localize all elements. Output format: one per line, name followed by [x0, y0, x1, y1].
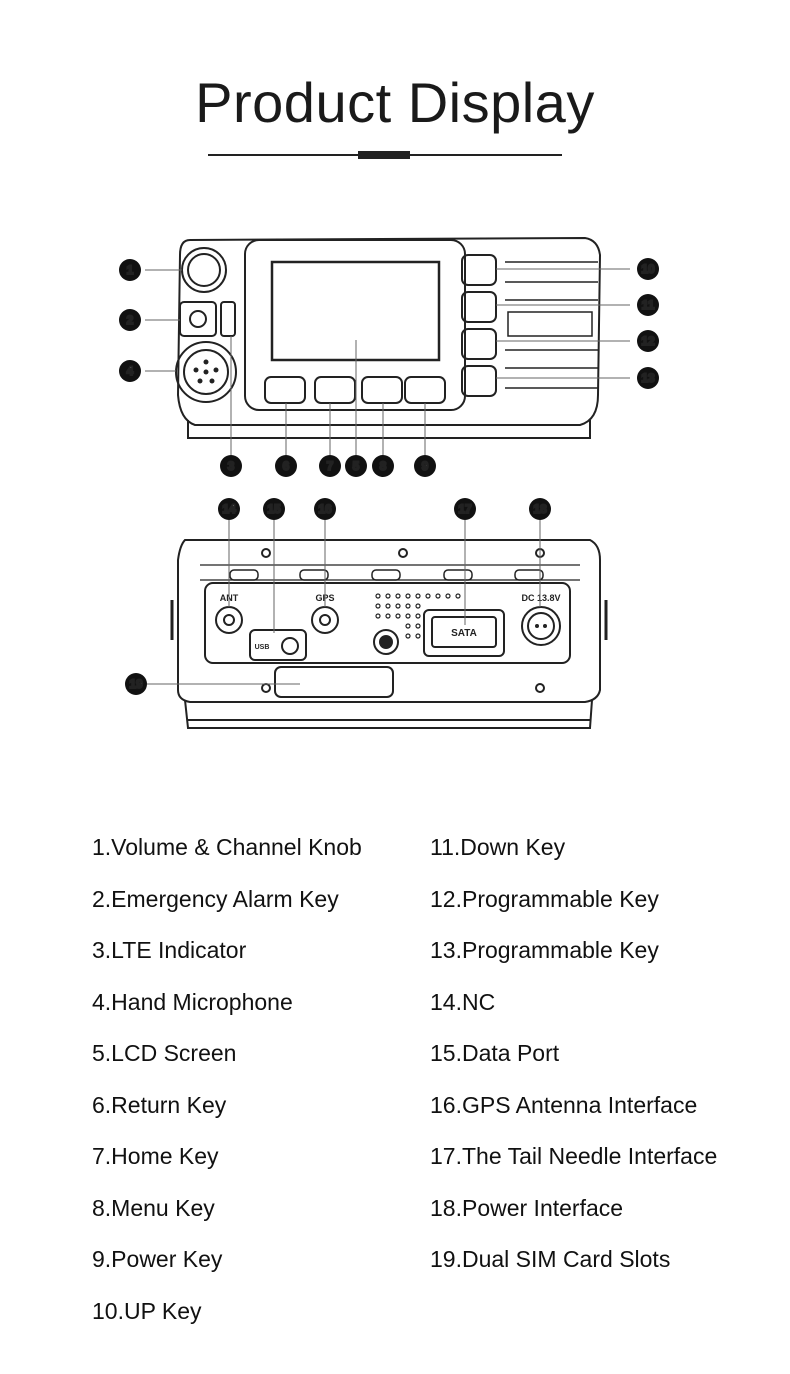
callout-1: 1	[119, 259, 141, 281]
front-callouts: 1 2 4 10 11 12 13 3 6 7 5 8 9	[119, 258, 659, 477]
svg-text:17: 17	[458, 502, 472, 516]
callout-9: 9	[414, 455, 436, 477]
legend-item: 16.GPS Antenna Interface	[430, 1091, 698, 1118]
svg-text:12: 12	[641, 334, 655, 348]
legend-item: 2.Emergency Alarm Key	[92, 885, 339, 912]
svg-text:2: 2	[127, 313, 134, 327]
callout-11: 11	[637, 294, 659, 316]
callout-13: 13	[637, 367, 659, 389]
usb-label: USB	[255, 644, 270, 651]
legend-item: 13.Programmable Key	[430, 937, 659, 963]
callout-16: 16	[314, 498, 336, 520]
callout-18: 18	[529, 498, 551, 520]
legend-item: 19.Dual SIM Card Slots	[430, 1246, 671, 1272]
svg-text:4: 4	[127, 364, 134, 378]
callout-14: 14	[218, 498, 240, 520]
legend-item: 14.NC	[430, 988, 496, 1015]
rear-panel-drawing: ANT GPS USB SATA DC 13.8V	[147, 520, 608, 729]
legend-item: 15.Data Port	[430, 1040, 560, 1066]
svg-text:7: 7	[327, 459, 334, 473]
svg-text:19: 19	[129, 677, 143, 691]
legend-item: 11.Down Key	[430, 834, 566, 860]
callout-15: 15	[263, 498, 285, 520]
svg-text:6: 6	[283, 459, 290, 473]
svg-text:15: 15	[267, 502, 281, 516]
callout-12: 12	[637, 330, 659, 352]
svg-text:16: 16	[318, 502, 332, 516]
callout-3: 3	[220, 455, 242, 477]
legend-item: 10.UP Key	[92, 1297, 202, 1324]
page-title: Product Display	[195, 71, 595, 134]
svg-text:3: 3	[228, 459, 235, 473]
svg-text:10: 10	[641, 262, 655, 276]
legend-item: 1.Volume & Channel Knob	[92, 834, 362, 860]
radio-diagram: 1 2 4 10 11 12 13 3 6 7 5 8 9 ANT GPS US…	[119, 236, 659, 729]
svg-text:18: 18	[533, 502, 547, 516]
legend-left-column: 1.Volume & Channel Knob 2.Emergency Alar…	[92, 834, 362, 1349]
legend-item: 3.LTE Indicator	[92, 937, 247, 963]
callout-17: 17	[454, 498, 476, 520]
callout-5: 5	[345, 455, 367, 477]
legend-item: 18.Power Interface	[430, 1194, 624, 1221]
legend-item: 6.Return Key	[92, 1091, 227, 1118]
legend-right-column: 11.Down Key 12.Programmable Key 13.Progr…	[430, 834, 717, 1298]
legend-item: 17.The Tail Needle Interface	[430, 1143, 718, 1169]
sata-label: SATA	[451, 628, 477, 639]
callout-7: 7	[319, 455, 341, 477]
legend-item: 12.Programmable Key	[430, 885, 659, 912]
legend-item: 8.Menu Key	[92, 1194, 215, 1221]
callout-4: 4	[119, 360, 141, 382]
callout-10: 10	[637, 258, 659, 280]
legend-item: 4.Hand Microphone	[92, 988, 293, 1015]
svg-text:9: 9	[422, 459, 429, 473]
svg-text:1: 1	[127, 263, 134, 277]
svg-text:11: 11	[642, 298, 655, 312]
svg-text:14: 14	[222, 502, 236, 516]
front-panel-drawing	[145, 236, 630, 455]
legend-item: 5.LCD Screen	[92, 1040, 237, 1066]
callout-6: 6	[275, 455, 297, 477]
svg-text:8: 8	[380, 459, 387, 473]
rear-callouts: 14 15 16 17 18 19	[125, 498, 551, 695]
legend-item: 9.Power Key	[92, 1246, 223, 1272]
callout-19: 19	[125, 673, 147, 695]
title-divider-accent	[358, 151, 410, 159]
svg-text:5: 5	[353, 459, 360, 473]
legend-item: 7.Home Key	[92, 1143, 219, 1169]
dc-label: DC 13.8V	[521, 593, 560, 603]
svg-text:13: 13	[641, 371, 655, 385]
callout-8: 8	[372, 455, 394, 477]
callout-2: 2	[119, 309, 141, 331]
